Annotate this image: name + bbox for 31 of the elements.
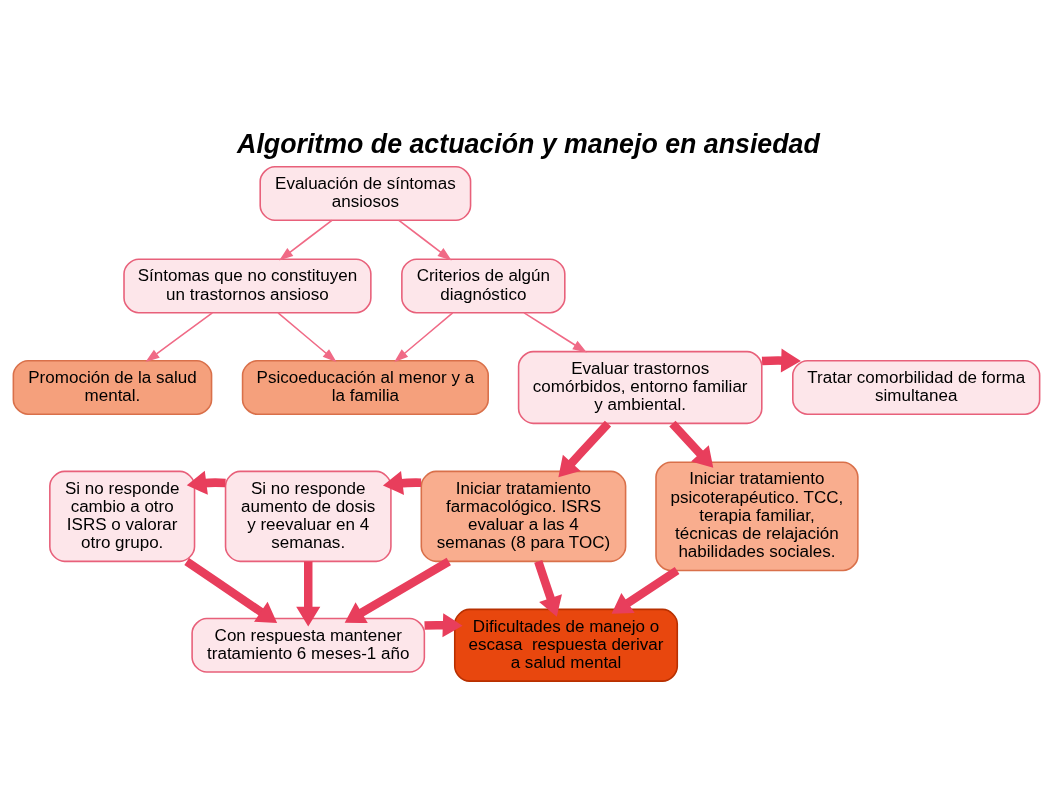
arrow: [534, 560, 562, 617]
node-box: Iniciar tratamiento psicoterapéutico. TCC, terapia familiar, técnicas de relajación habilidades sociales.: [655, 461, 859, 572]
node-box: Si no responde aumento de dosis y reevaluar en 4 semanas.: [224, 470, 392, 563]
arrow: [184, 557, 278, 623]
arrow: [424, 613, 463, 638]
node-box: Síntomas que no constituyen un trastornos ansioso: [123, 258, 372, 314]
node-box: Promoción de la salud mental.: [12, 359, 213, 416]
arrow: [523, 312, 587, 353]
node-box: Con respuesta mantener tratamiento 6 meses-1 año: [191, 617, 426, 673]
arrow: [186, 470, 226, 495]
node-box: Psicoeducación al menor y a la familia: [241, 359, 489, 416]
node-box: Dificultades de manejo o escasa respuesta derivar a salud mental: [453, 608, 679, 682]
arrow: [382, 471, 422, 495]
arrow: [611, 566, 680, 614]
arrow: [344, 557, 451, 624]
arrow: [398, 219, 452, 261]
diagram-title: Algoritmo de actuación y manejo en ansiedad: [237, 128, 820, 159]
arrow: [277, 312, 337, 363]
arrow: [669, 420, 714, 468]
arrow: [296, 561, 321, 627]
node-box: Iniciar tratamiento farmacológico. ISRS evaluar a las 4 semanas (8 para TOC): [420, 470, 627, 563]
arrow: [394, 312, 454, 363]
node-box: Tratar comorbilidad de forma simultanea: [792, 359, 1041, 416]
arrow: [558, 420, 612, 478]
arrow: [279, 219, 333, 261]
node-box: Evaluar trastornos comórbidos, entorno familiar y ambiental.: [517, 350, 763, 425]
node-box: Evaluación de síntomas ansiosos: [259, 166, 472, 222]
arrow: [145, 312, 214, 363]
arrow: [761, 348, 801, 373]
node-box: Criterios de algún diagnóstico: [401, 258, 566, 314]
node-box: Si no responde cambio a otro ISRS o valorar otro grupo.: [49, 470, 196, 563]
